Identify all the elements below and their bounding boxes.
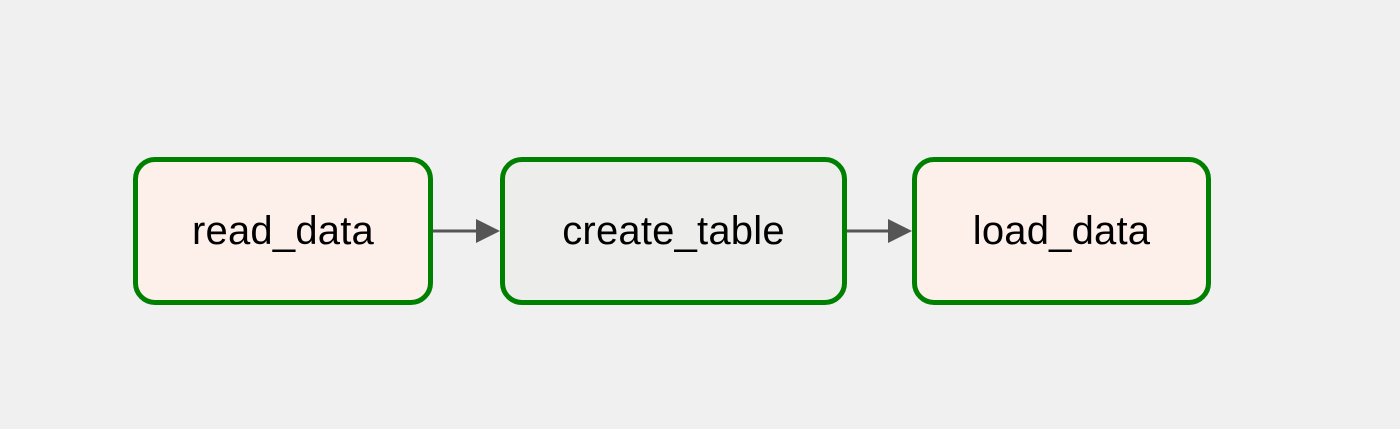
edge-read_data-to-create_table xyxy=(433,219,500,243)
task-node-read-data[interactable]: read_data xyxy=(133,157,433,305)
task-node-label: read_data xyxy=(192,208,374,253)
task-node-load-data[interactable]: load_data xyxy=(912,157,1211,305)
task-node-label: create_table xyxy=(562,208,785,253)
task-node-label: load_data xyxy=(972,208,1151,253)
task-node-create-table[interactable]: create_table xyxy=(500,157,847,305)
edge-create_table-to-load_data xyxy=(847,219,912,243)
